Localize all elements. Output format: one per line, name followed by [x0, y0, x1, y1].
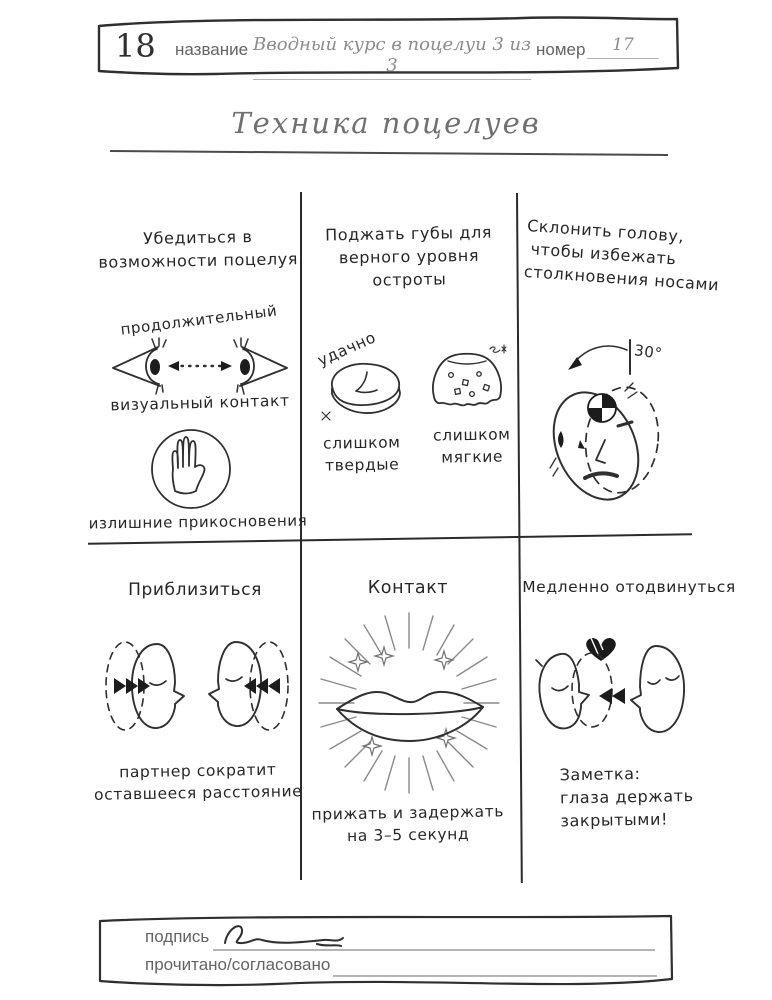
contact-caption-line1: прижать и задержать [311, 802, 505, 824]
agreed-label: прочитано/согласовано [145, 955, 331, 974]
footer-box: подпись прочитано/согласовано [95, 911, 677, 989]
eye-contact-illustration [112, 337, 288, 395]
panel-firmness-title-line1: Поджать губы для [324, 222, 493, 245]
pullback-note-line2: глаза держать [559, 786, 694, 808]
page-title: Техника поцелуев [231, 106, 541, 140]
too-hard-line2: твердые [324, 455, 400, 476]
angle-label: 30° [633, 341, 664, 363]
panel-approach-title: Приблизиться [128, 580, 262, 600]
panel-tilt-title: Склонить голову, чтобы избежать столкнов… [523, 214, 737, 298]
touching-label: излишние прикосновения [88, 511, 308, 533]
tilted-head-illustration [549, 339, 660, 501]
contact-caption-line2: на 3–5 секунд [346, 825, 470, 846]
pullback-faces-illustration [535, 635, 685, 733]
course-title-value: Вводный курс в поцелуи 3 из 3 [253, 34, 531, 80]
panel-ensure-title: Убедиться в возможности поцелуя [92, 224, 305, 274]
panel-contact-title: Контакт [367, 578, 449, 598]
too-hard-line1: слишком [322, 433, 401, 453]
signature-scribble [224, 925, 344, 947]
header-box-border [97, 16, 680, 76]
contact-caption: прижать и задержать на 3–5 секунд [306, 800, 511, 848]
signature-line [213, 949, 655, 951]
jello-illustration [432, 344, 507, 407]
too-soft-line1: слишком [432, 425, 511, 445]
visual-contact-label: визуальный контакт [110, 391, 290, 415]
signature-label: подпись [145, 927, 210, 946]
too-soft-label: слишком мягкие [424, 423, 521, 470]
title-divider [109, 150, 669, 156]
agreed-line [333, 975, 657, 977]
pullback-note: Заметка: глаза держать закрытыми! [559, 761, 720, 833]
panel-firmness-title-line3: остроты [372, 269, 447, 291]
page-number: 18 [115, 27, 156, 65]
number-value: 17 [587, 35, 659, 59]
approach-caption-line2: оставшееся расстояние [93, 782, 303, 805]
steak-illustration [321, 362, 401, 421]
approaching-faces-illustration [105, 641, 289, 731]
header-box: 18 название Вводный курс в поцелуи 3 из … [93, 10, 683, 80]
shining-lips-illustration [318, 612, 500, 794]
too-soft-line2: мягкие [441, 447, 504, 468]
number-label: номер [536, 40, 586, 59]
pullback-note-line3: закрытыми! [560, 809, 669, 831]
panel-ensure-title-line2: возможности поцелуя [98, 249, 299, 272]
panel-pullback-title: Медленно отодвинуться [522, 578, 736, 596]
approach-caption: партнер сократит оставшееся расстояние [80, 758, 317, 807]
no-touching-illustration [151, 429, 231, 509]
grid-vertical-divider-1 [300, 192, 302, 880]
pullback-note-line1: Заметка: [559, 763, 641, 785]
grid-horizontal-divider [88, 533, 692, 545]
panel-firmness-title-line2: верного уровня [338, 245, 480, 268]
too-hard-label: слишком твердые [314, 431, 411, 478]
name-label: название [175, 40, 249, 59]
footer-box-border [98, 914, 674, 987]
panel-firmness-title: Поджать губы для верного уровня остроты [309, 220, 508, 293]
